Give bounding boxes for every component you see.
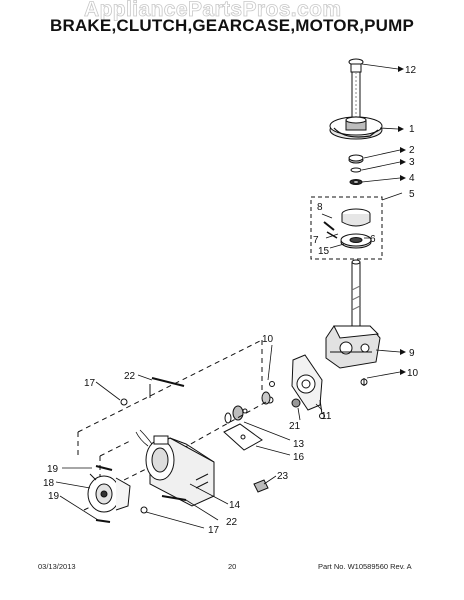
motor-mount-plate bbox=[266, 354, 325, 419]
callout-19-lower: 19 bbox=[48, 491, 60, 502]
callout-labels: 12 1 2 3 4 5 8 6 7 15 9 10 10 11 17 22 2… bbox=[43, 65, 419, 536]
callout-18: 18 bbox=[43, 478, 55, 489]
footer-date: 03/13/2013 bbox=[38, 562, 76, 571]
part-23 bbox=[253, 479, 269, 493]
callout-10-upper: 10 bbox=[262, 334, 274, 345]
gasket-part bbox=[223, 423, 263, 451]
gearcase-part bbox=[325, 325, 381, 369]
callout-8: 8 bbox=[317, 202, 323, 213]
page-title: BRAKE,CLUTCH,GEARCASE,MOTOR,PUMP bbox=[50, 16, 415, 35]
callout-17-lower: 17 bbox=[208, 525, 220, 536]
water-pump-part bbox=[87, 473, 131, 513]
callout-15: 15 bbox=[318, 246, 330, 257]
brake-assembly-box bbox=[310, 196, 383, 260]
callout-1: 1 bbox=[409, 124, 415, 135]
callout-12: 12 bbox=[405, 65, 417, 76]
callout-7: 7 bbox=[313, 235, 319, 246]
watermark-text: AppliancePartsPros.com bbox=[84, 0, 342, 21]
callout-3: 3 bbox=[409, 157, 415, 168]
callout-2: 2 bbox=[409, 145, 415, 156]
callout-10-right: 10 bbox=[407, 368, 419, 379]
leader-lines bbox=[55, 63, 403, 529]
screws bbox=[120, 378, 368, 514]
input-shaft bbox=[351, 259, 361, 330]
footer-part-number: Part No. W10589560 Rev. A bbox=[318, 562, 412, 571]
callout-23: 23 bbox=[277, 471, 289, 482]
callout-19-upper: 19 bbox=[47, 464, 59, 475]
callout-11: 11 bbox=[321, 411, 332, 422]
brake-clutch-part bbox=[329, 116, 383, 140]
callout-14: 14 bbox=[229, 500, 241, 511]
washer-stack bbox=[348, 154, 364, 185]
callout-5: 5 bbox=[409, 189, 415, 200]
callout-6: 6 bbox=[370, 234, 376, 245]
callout-4: 4 bbox=[409, 173, 415, 184]
footer-page-number: 20 bbox=[228, 562, 237, 571]
pump-clips bbox=[95, 465, 113, 523]
callout-22-lower: 22 bbox=[226, 517, 238, 528]
callout-21: 21 bbox=[289, 421, 301, 432]
drive-shaft bbox=[348, 58, 364, 120]
callout-16: 16 bbox=[293, 452, 305, 463]
callout-13: 13 bbox=[293, 439, 305, 450]
callout-9: 9 bbox=[409, 348, 415, 359]
callout-arrows bbox=[398, 66, 406, 375]
pump-coupling-parts bbox=[224, 391, 301, 424]
drive-motor-part bbox=[135, 429, 215, 507]
callout-17-upper: 17 bbox=[84, 378, 96, 389]
motor-straps bbox=[149, 377, 187, 501]
callout-22-upper: 22 bbox=[124, 371, 136, 382]
